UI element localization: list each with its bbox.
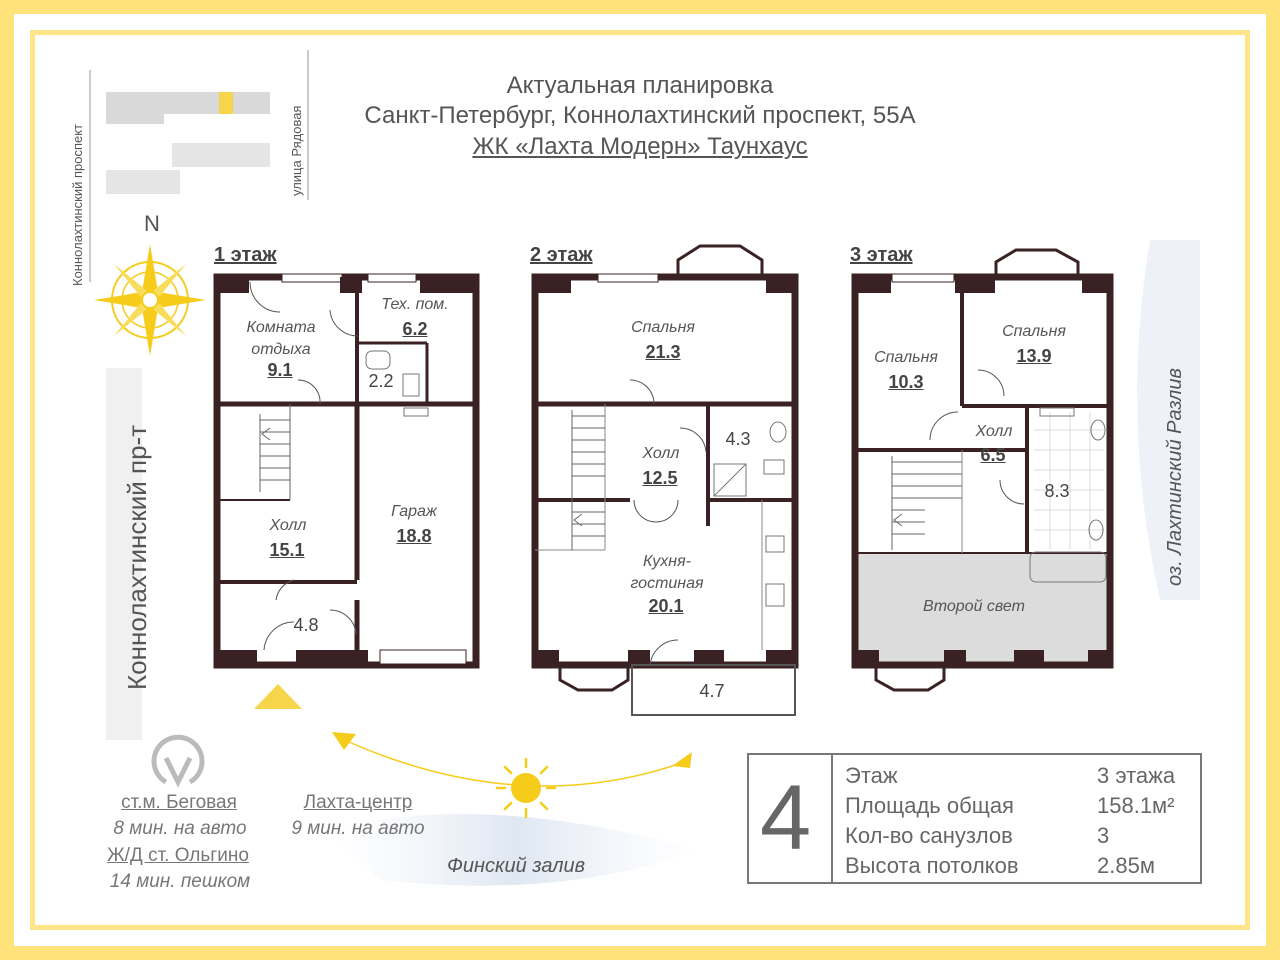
street-label-small-left: Коннолахтинский проспект — [70, 123, 85, 286]
metro-station-name: ст.м. Беговая — [121, 792, 237, 813]
lake-label: оз. Лахтинский Разлив — [1164, 368, 1186, 586]
room-name-tech: Тех. пом. — [381, 296, 449, 313]
rail-station-time: 14 мин. пешком — [109, 871, 251, 892]
sun-icon — [495, 757, 557, 819]
room-area-hall-2: 12.5 — [642, 468, 678, 488]
site-map — [89, 50, 309, 282]
floor-2-plan — [531, 244, 799, 716]
room-area-vestibule: 4.8 — [293, 615, 319, 635]
inner-border — [30, 30, 1250, 930]
room-name-kitchen: Кухня- гостиная — [630, 553, 704, 592]
room-name-bedroom-2: Спальня — [631, 319, 695, 336]
compass-rose-icon — [94, 244, 206, 356]
spec-value-area: 158.1м² — [1097, 793, 1175, 818]
sun-path — [332, 732, 692, 787]
center-name: Лахта-центр — [303, 792, 413, 813]
street-label-small-right: улица Рядовая — [289, 105, 304, 196]
room-area-bath-3: 8.3 — [1044, 481, 1070, 501]
room-area-tech: 6.2 — [402, 319, 428, 339]
room-name-bedroom-3a: Спальня — [874, 349, 938, 366]
page-frame — [14, 14, 1266, 946]
second-light-area — [855, 553, 1110, 665]
room-area-bedroom-3b: 13.9 — [1016, 346, 1052, 366]
room-area-kitchen: 20.1 — [648, 596, 684, 616]
room-name-hall-2: Холл — [642, 445, 680, 462]
rail-station-name: Ж/Д ст. Ольгино — [107, 845, 249, 866]
room-area-hall-3: 6.5 — [980, 445, 1006, 465]
room-name-recreation: Комната отдыха — [246, 319, 316, 358]
spec-label-area: Площадь общая — [845, 793, 1014, 818]
room-name-hall-1: Холл — [269, 517, 307, 534]
lake-water — [1137, 240, 1200, 600]
room-area-wc: 2.2 — [368, 371, 394, 391]
room-name-second-light: Второй свет — [923, 598, 1025, 615]
metro-icon — [151, 734, 205, 788]
spec-label-bathrooms: Кол-во санузлов — [845, 823, 1013, 848]
entrance-arrow-icon — [254, 684, 302, 709]
spec-value-floors: 3 этажа — [1097, 763, 1176, 788]
spec-value-bathrooms: 3 — [1097, 823, 1110, 848]
road-strip — [106, 368, 142, 740]
title-complex: ЖК «Лахта Модерн» Таунхаус — [472, 133, 808, 160]
room-area-hall-1: 15.1 — [269, 540, 305, 560]
gulf-label: Финский залив — [447, 855, 586, 877]
site-highlight — [219, 92, 233, 114]
unit-number: 4 — [760, 767, 812, 869]
room-name-hall-3: Холл — [975, 423, 1013, 440]
compass-north-label: N — [144, 211, 160, 236]
center-time: 9 мин. на авто — [291, 818, 425, 839]
floor-2-label: 2 этаж — [530, 244, 593, 266]
spec-table-frame — [747, 753, 1202, 884]
room-name-garage: Гараж — [391, 503, 437, 520]
room-area-balcony: 4.7 — [699, 681, 725, 701]
floor-3-label: 3 этаж — [850, 244, 913, 266]
street-label-main: Коннолахтинский пр-т — [122, 424, 152, 690]
floor-3-plan — [851, 248, 1114, 692]
room-area-recreation: 9.1 — [267, 360, 293, 380]
spec-value-ceiling: 2.85м — [1097, 853, 1155, 878]
room-area-bath-2: 4.3 — [725, 429, 751, 449]
room-name-bedroom-3b: Спальня — [1002, 323, 1066, 340]
floor-1-label: 1 этаж — [214, 244, 277, 266]
room-area-bedroom-3a: 10.3 — [888, 372, 924, 392]
title-layout: Актуальная планировка — [506, 72, 774, 99]
spec-label-ceiling: Высота потолков — [845, 853, 1019, 878]
floor-1-plan — [213, 273, 480, 669]
metro-station-time: 8 мин. на авто — [113, 818, 247, 839]
room-area-bedroom-2: 21.3 — [645, 342, 681, 362]
spec-label-floors: Этаж — [845, 763, 898, 788]
title-address: Санкт-Петербург, Коннолахтинский проспек… — [364, 102, 916, 129]
room-area-garage: 18.8 — [396, 526, 432, 546]
gulf-water — [330, 814, 700, 886]
